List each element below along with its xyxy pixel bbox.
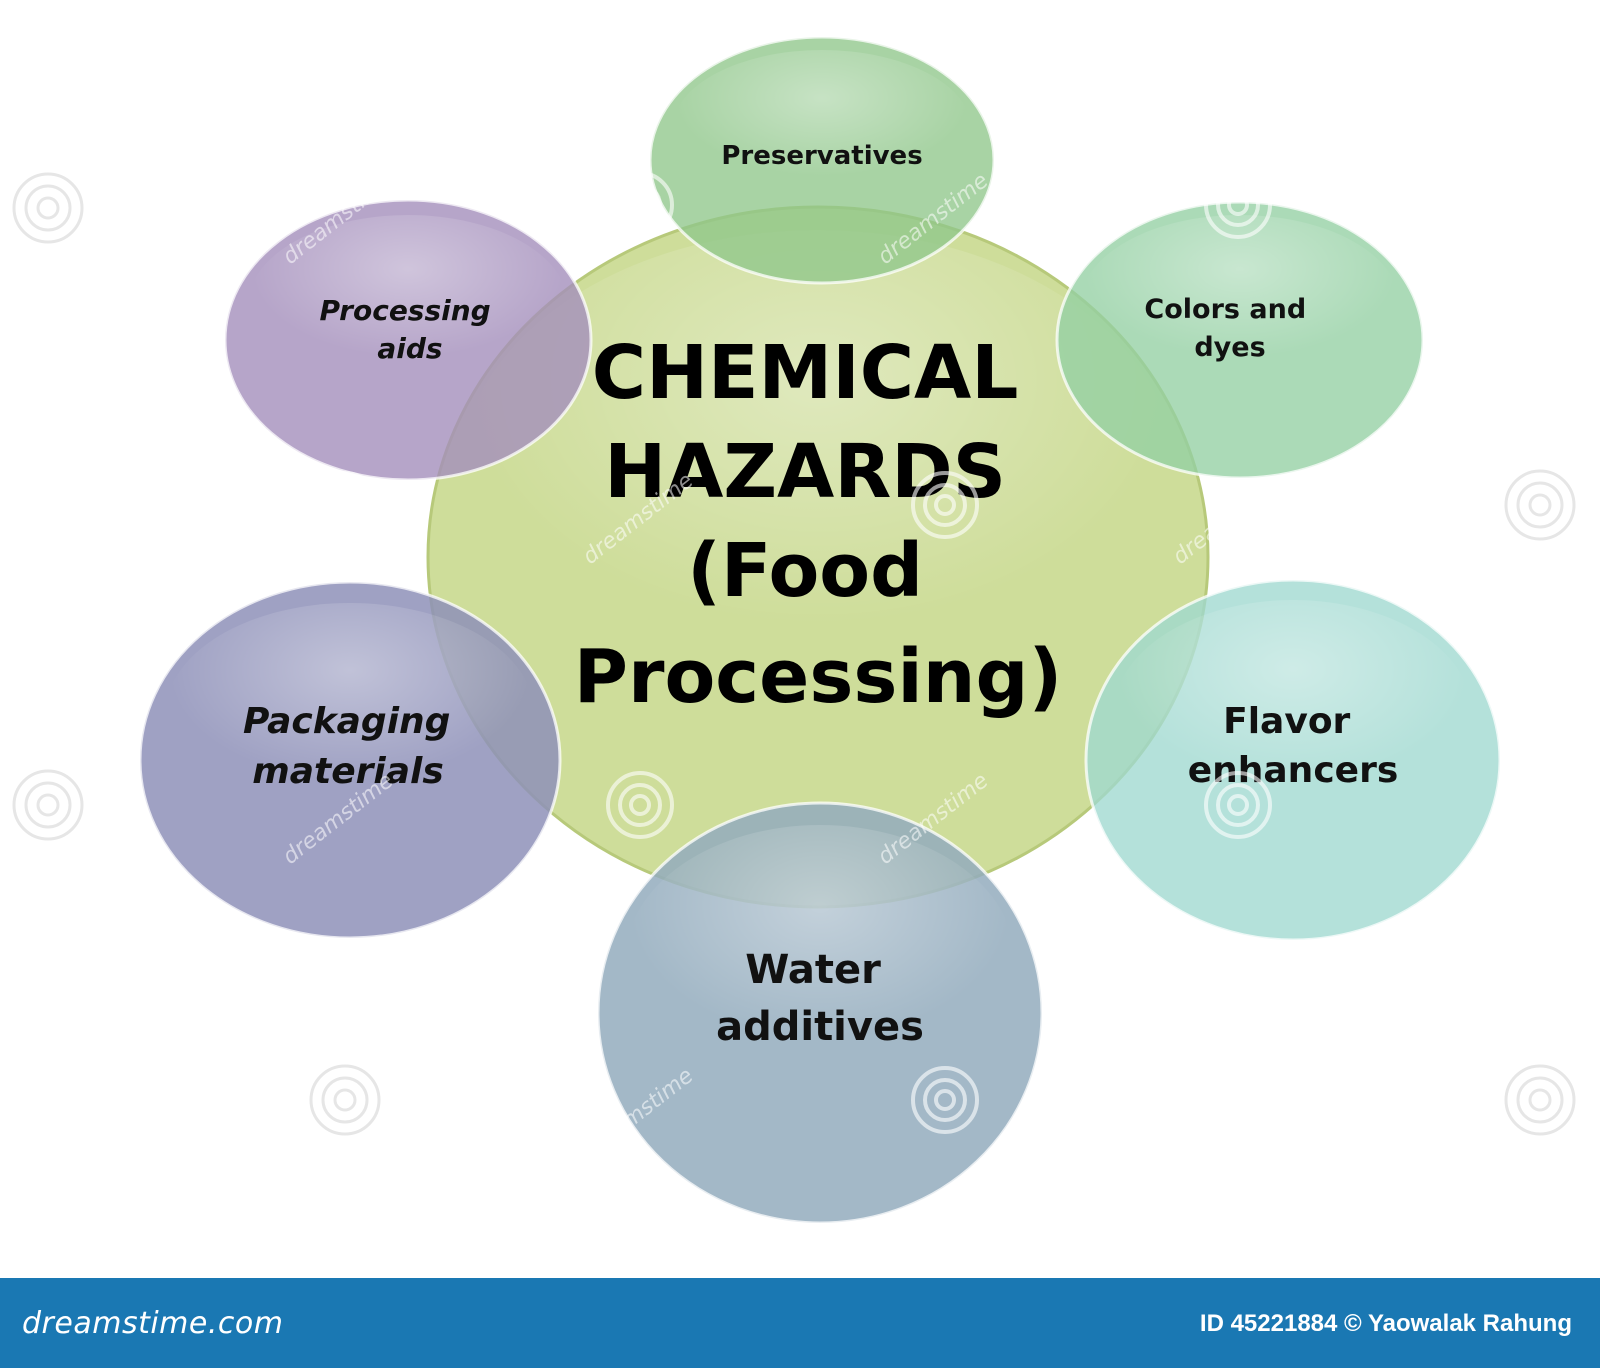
center-title-line: CHEMICAL — [592, 330, 1019, 416]
node-preservatives — [648, 35, 996, 285]
footer-credit: ID 45221884 © Yaowalak Rahung — [1199, 1310, 1572, 1337]
node-label-line: aids — [377, 332, 442, 365]
watermark-text: dreamstime — [1168, 1063, 1288, 1164]
node-flavor-enhancers — [1084, 578, 1502, 942]
water-additives-label: Water additives — [716, 947, 924, 1050]
dreamstime-swirl-icon — [911, 471, 979, 539]
center-title-line: Processing) — [574, 634, 1063, 720]
node-label-line: Water — [745, 947, 881, 993]
node-colors-and-dyes — [1055, 200, 1425, 480]
dreamstime-swirl-icon — [1504, 1064, 1576, 1136]
node-gloss — [248, 215, 568, 395]
dreamstime-swirl-icon — [12, 172, 84, 244]
node-label-line: dyes — [1194, 332, 1265, 363]
node-packaging-materials — [138, 580, 562, 940]
node-label-line: materials — [252, 751, 444, 792]
flavor-enhancers-label: Flavor enhancers — [1188, 701, 1399, 791]
chemical-hazards-diagram: CHEMICAL HAZARDS (Food Processing) Prese… — [12, 35, 1576, 1225]
node-label-line: Preservatives — [721, 141, 922, 171]
node-label-line: Flavor — [1223, 701, 1350, 742]
node-gloss — [672, 50, 972, 210]
preservatives-label: Preservatives — [721, 141, 922, 171]
colors-and-dyes-label: Colors and dyes — [1144, 294, 1315, 363]
diagram-canvas: CHEMICAL HAZARDS (Food Processing) Prese… — [12, 35, 1576, 1225]
dreamstime-swirl-icon — [606, 171, 674, 239]
node-label-line: enhancers — [1188, 750, 1399, 791]
center-gloss — [458, 230, 1178, 730]
processing-aids-label: Processing aids — [320, 294, 501, 365]
dreamstime-swirl-icon — [606, 771, 674, 839]
packaging-materials-label: Packaging materials — [243, 701, 463, 792]
dreamstime-swirl-icon — [911, 1066, 979, 1134]
node-label-line: additives — [716, 1004, 924, 1050]
node-water-additives — [596, 801, 1044, 1225]
dreamstime-swirl-icon — [309, 1064, 381, 1136]
node-gloss — [1113, 600, 1473, 830]
node-gloss — [1080, 215, 1400, 395]
watermark-layer-bg — [12, 172, 1576, 1136]
node-gloss — [625, 825, 1015, 1095]
dreamstime-swirl-icon — [1504, 469, 1576, 541]
dreamstime-swirl-icon — [12, 769, 84, 841]
node-label-line: Processing — [320, 294, 491, 327]
node-label-line: Colors and — [1144, 294, 1306, 325]
node-label-line: Packaging — [243, 701, 450, 742]
dreamstime-swirl-icon — [1204, 771, 1272, 839]
center-title: CHEMICAL HAZARDS (Food Processing) — [574, 330, 1063, 720]
footer-brand[interactable]: dreamstime.com — [22, 1306, 284, 1341]
node-gloss — [165, 603, 535, 827]
dreamstime-swirl-icon — [311, 471, 379, 539]
node-processing-aids — [223, 198, 593, 482]
dreamstime-swirl-icon — [1204, 171, 1272, 239]
center-title-line: (Food — [687, 528, 923, 614]
footer-bar: dreamstime.com ID 45221884 © Yaowalak Ra… — [0, 1278, 1600, 1368]
